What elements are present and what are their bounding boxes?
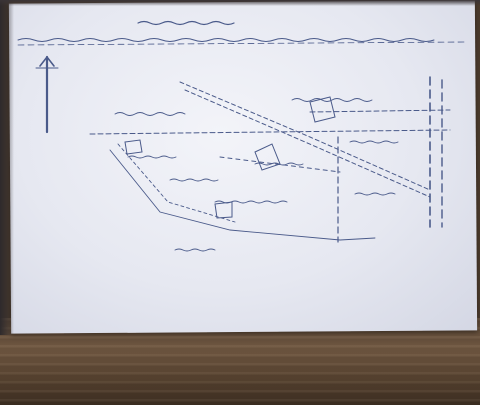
title-scribble <box>17 20 466 46</box>
building-outlines <box>124 96 336 219</box>
road-lines <box>89 81 451 241</box>
vertical-lines <box>337 76 443 243</box>
top-shadow <box>0 0 480 6</box>
north-arrow <box>35 55 59 134</box>
left-shadow <box>0 0 14 335</box>
hand-drawn-site-sketch <box>17 20 466 252</box>
